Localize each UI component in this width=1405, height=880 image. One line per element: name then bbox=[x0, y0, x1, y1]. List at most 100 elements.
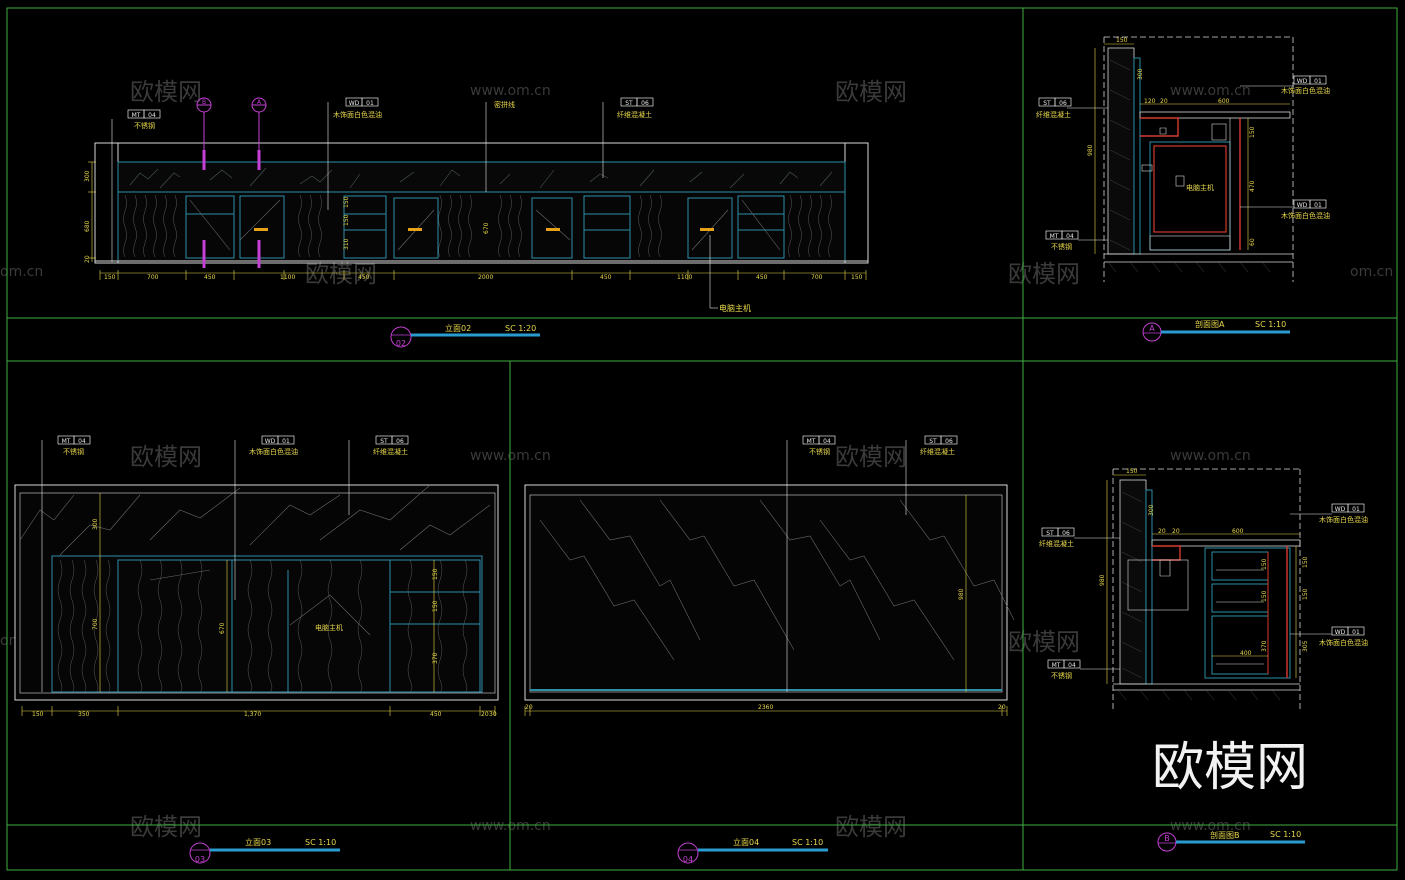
tag-code: MT bbox=[1050, 233, 1059, 240]
dim: 150 bbox=[1249, 126, 1256, 138]
dim: 150 bbox=[104, 274, 116, 281]
dim: 120 bbox=[1144, 98, 1156, 105]
dim: 150 bbox=[343, 214, 350, 226]
section-b: ST 06 纤维混凝土 WD 01 木饰面白色混油 WD 01 木饰面白色混油 … bbox=[1039, 468, 1368, 852]
view-title: 立面04 bbox=[733, 837, 759, 847]
tag-desc: 纤维混凝土 bbox=[1039, 539, 1074, 548]
dim: 370 bbox=[1261, 640, 1268, 652]
tag-wd01: WD 01 木饰面白色混油 bbox=[1290, 503, 1368, 524]
dim: 150 bbox=[1261, 558, 1268, 570]
tag-wd01: WD 01 木饰面白色混油 bbox=[234, 435, 298, 600]
tag-desc: 木饰面白色混油 bbox=[1319, 515, 1368, 524]
dim: 700 bbox=[811, 274, 823, 281]
seca-title-block: A 剖面图A SC 1:10 bbox=[1142, 319, 1290, 342]
dim: 680 bbox=[84, 220, 91, 232]
dim: 600 bbox=[1218, 98, 1230, 105]
view-title: 立面02 bbox=[445, 323, 471, 333]
dim: 670 bbox=[219, 622, 226, 634]
dim: 980 bbox=[958, 588, 965, 600]
tag-st06: ST 06 纤维混凝土 bbox=[905, 435, 958, 515]
section-a: 电脑主机 ST 06 纤维混凝土 WD 01 木饰面白色混油 WD bbox=[1036, 36, 1330, 342]
callout-gap-line: 密拼线 bbox=[485, 100, 515, 192]
callout-pc-host-label: 电脑主机 bbox=[719, 303, 751, 313]
view-number: 03 bbox=[195, 855, 205, 864]
tag-desc: 不锈钢 bbox=[63, 447, 84, 456]
dim: 150 bbox=[432, 568, 439, 580]
watermark-brand: 欧模网 bbox=[835, 813, 907, 841]
tag-code: WD bbox=[1335, 629, 1346, 636]
tag-desc: 不锈钢 bbox=[134, 121, 155, 130]
watermark-brand: 欧模网 bbox=[1008, 260, 1080, 288]
elev03-pc-label: 电脑主机 bbox=[315, 623, 343, 632]
dim: 150 bbox=[1302, 556, 1309, 568]
dim: 20 bbox=[84, 255, 91, 263]
view-number: 02 bbox=[396, 339, 406, 348]
tag-code: WD bbox=[1297, 78, 1308, 85]
section-marker-a: A bbox=[251, 97, 267, 268]
tag-code: MT bbox=[1052, 662, 1061, 669]
tag-wd01: WD 01 木饰面白色混油 bbox=[327, 97, 382, 210]
tag-num: 06 bbox=[396, 438, 404, 445]
view-scale: SC 1:10 bbox=[305, 838, 336, 847]
dim: 300 bbox=[84, 170, 91, 182]
tag-mt04: MT 04 不锈钢 bbox=[41, 435, 91, 692]
dim: 20 bbox=[1160, 98, 1168, 105]
dim: 20 bbox=[1172, 528, 1180, 535]
dim: 300 bbox=[1137, 68, 1144, 80]
tag-code: WD bbox=[1297, 202, 1308, 209]
dim: 400 bbox=[1240, 650, 1252, 657]
callout-pc-host: 电脑主机 bbox=[709, 235, 751, 313]
tag-code: ST bbox=[1043, 100, 1051, 107]
dim: 980 bbox=[1087, 144, 1094, 156]
tag-num: 01 bbox=[282, 438, 290, 445]
tag-desc: 纤维混凝土 bbox=[373, 447, 408, 456]
watermark-brand: 欧模网 bbox=[305, 260, 377, 288]
tag-num: 01 bbox=[1352, 506, 1360, 513]
view-title: 剖面图B bbox=[1210, 830, 1240, 840]
watermark-brand-large: 欧模网 bbox=[1152, 738, 1308, 798]
elev02-dims: 150 700 450 1100 450 2000 450 1100 450 7… bbox=[84, 170, 863, 281]
dim: 20 bbox=[1158, 528, 1166, 535]
dim: 370 bbox=[432, 652, 439, 664]
tag-code: WD bbox=[265, 438, 276, 445]
tag-num: 04 bbox=[78, 438, 86, 445]
tag-desc: 木饰面白色混油 bbox=[1319, 638, 1368, 647]
watermark-site: www.om.cn bbox=[470, 83, 551, 99]
tag-desc: 不锈钢 bbox=[1051, 242, 1072, 251]
dim: 20 bbox=[525, 704, 533, 711]
elev03-title-block: 03 立面03 SC 1:10 bbox=[189, 837, 340, 864]
tag-desc: 纤维混凝土 bbox=[1036, 110, 1071, 119]
view-title: 立面03 bbox=[245, 837, 271, 847]
tag-wd01: WD 01 木饰面白色混油 bbox=[1240, 75, 1330, 95]
tag-num: 06 bbox=[945, 438, 953, 445]
tag-num: 01 bbox=[1352, 629, 1360, 636]
dim: 1100 bbox=[280, 274, 295, 281]
dim: 30 bbox=[489, 711, 497, 718]
view-scale: SC 1:10 bbox=[1255, 320, 1286, 329]
tag-code: ST bbox=[929, 438, 937, 445]
watermark-site: www.om.cn bbox=[1170, 818, 1251, 834]
dim: 450 bbox=[600, 274, 612, 281]
secb-title-block: B 剖面图B SC 1:10 bbox=[1157, 830, 1305, 852]
dim: 450 bbox=[204, 274, 216, 281]
section-marker-label: A bbox=[1149, 324, 1155, 333]
tag-num: 04 bbox=[1068, 662, 1076, 669]
watermark-brand: 欧模网 bbox=[835, 443, 907, 471]
tag-code: MT bbox=[807, 438, 816, 445]
tag-desc: 不锈钢 bbox=[809, 447, 830, 456]
dim: 300 bbox=[1148, 504, 1155, 516]
watermark-site: www.om.cn bbox=[1170, 83, 1251, 99]
seca-pc-label: 电脑主机 bbox=[1186, 183, 1214, 192]
view-scale: SC 1:10 bbox=[792, 838, 823, 847]
dim: 700 bbox=[147, 274, 159, 281]
tag-mt04: MT 04 不锈钢 bbox=[1047, 659, 1120, 680]
dim: 1,370 bbox=[244, 711, 261, 718]
tag-mt04: MT 04 不锈钢 bbox=[786, 435, 836, 692]
dim: 670 bbox=[483, 222, 490, 234]
dim: 150 bbox=[1302, 588, 1309, 600]
tag-num: 01 bbox=[366, 100, 374, 107]
dim: 150 bbox=[1116, 37, 1128, 44]
tag-code: WD bbox=[1335, 506, 1346, 513]
tag-wd01: WD 01 木饰面白色混油 bbox=[1290, 626, 1368, 647]
